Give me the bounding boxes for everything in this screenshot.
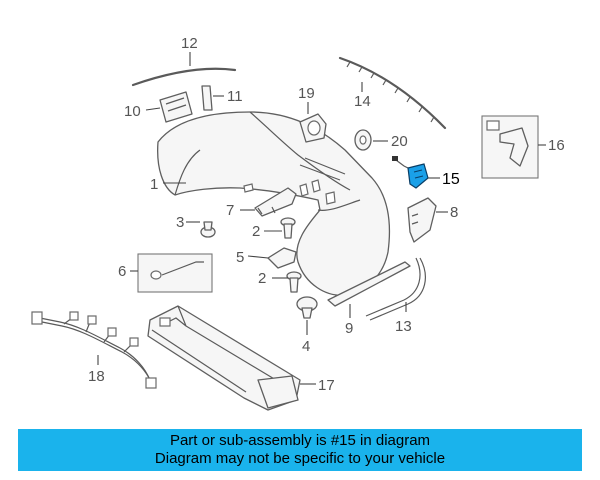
part-20-grommet xyxy=(354,129,372,151)
part-1-bumper-cover xyxy=(157,111,391,296)
callout-10: 10 xyxy=(124,103,141,120)
part-12-trim-strip xyxy=(131,67,237,87)
part-4-stop xyxy=(296,296,318,319)
part-10-bracket xyxy=(159,91,193,123)
callout-8: 8 xyxy=(450,204,458,221)
callout-12: 12 xyxy=(181,35,198,52)
part-6-box xyxy=(137,253,213,293)
banner-line-1: Part or sub-assembly is #15 in diagram xyxy=(169,432,431,449)
callout-4: 4 xyxy=(302,338,310,355)
part-3-screw xyxy=(200,221,216,238)
callout-2-upper: 2 xyxy=(252,223,260,240)
callout-5: 5 xyxy=(236,249,244,266)
part-5-bracket xyxy=(267,247,297,269)
callout-14: 14 xyxy=(354,93,371,110)
part-13-strip xyxy=(365,257,426,321)
banner-line-2: Diagram may not be specific to your vehi… xyxy=(154,450,446,467)
part-7-bracket xyxy=(254,187,297,217)
callout-20: 20 xyxy=(391,133,408,150)
callout-13: 13 xyxy=(395,318,412,335)
callout-16: 16 xyxy=(548,137,565,154)
part-17-reinforcement xyxy=(147,305,301,411)
callout-15: 15 xyxy=(442,171,460,188)
callout-1: 1 xyxy=(150,176,158,193)
callout-18: 18 xyxy=(88,368,105,385)
callout-6: 6 xyxy=(118,263,126,280)
callout-11: 11 xyxy=(227,88,243,105)
part-2-screw-lower xyxy=(286,271,302,293)
info-banner: Part or sub-assembly is #15 in diagram D… xyxy=(18,429,582,471)
callout-9: 9 xyxy=(345,320,353,337)
part-19-sensor xyxy=(299,113,327,143)
part-9-strip xyxy=(327,261,411,307)
callout-2-lower: 2 xyxy=(258,270,266,287)
part-8-bracket xyxy=(407,197,437,243)
part-2-screw-upper xyxy=(280,217,296,239)
part-14-trim-strip xyxy=(338,56,447,130)
callout-19: 19 xyxy=(298,85,315,102)
callout-7: 7 xyxy=(226,202,234,219)
callout-3: 3 xyxy=(176,214,184,231)
part-11-clip xyxy=(201,85,213,111)
part-15-highlighted xyxy=(392,156,429,189)
part-16-box xyxy=(481,115,539,179)
part-18-wiring-harness xyxy=(31,311,157,389)
callout-17: 17 xyxy=(318,377,335,394)
